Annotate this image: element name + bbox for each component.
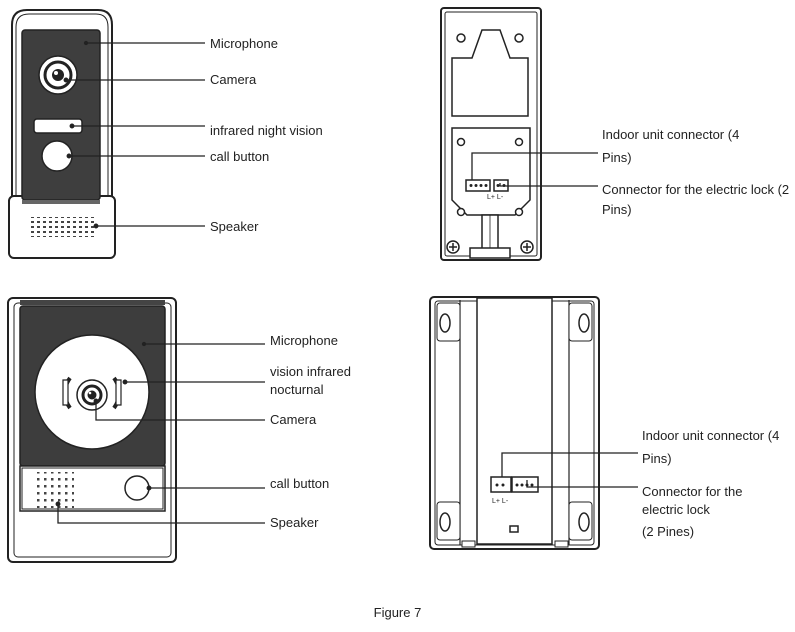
label-electric-lock-pins-2: (2 Pines) <box>642 524 695 539</box>
indoor-connector-4pin-wide <box>511 476 539 493</box>
label-speaker-2: Speaker <box>270 515 319 530</box>
indoor-connector-4pin <box>465 179 491 192</box>
doorbell-back-slim <box>440 7 542 261</box>
label-call-button-2: call button <box>270 476 330 491</box>
label-camera-2: Camera <box>270 412 317 427</box>
label-indoor-unit-connector-1: Indoor unit connector (4 Pins) <box>602 127 740 165</box>
figure-caption: Figure 7 <box>373 605 422 620</box>
label-electric-lock-connector-2: Connector for the electric lock <box>642 484 743 517</box>
speaker-grill-wide <box>34 472 74 508</box>
doorbell-front-slim <box>8 9 116 259</box>
pin-marks-top: L+ L- <box>487 194 504 201</box>
speaker-grill <box>28 217 96 237</box>
label-vision-infrared-nocturnal: vision infrared nocturnal <box>270 364 351 397</box>
label-microphone-2: Microphone <box>270 333 338 348</box>
label-call-button-1: call button <box>210 149 270 164</box>
doorbell-back-wide <box>429 296 600 550</box>
leader-lines-top-right <box>471 152 598 187</box>
label-camera-1: Camera <box>210 72 257 87</box>
label-speaker-1: Speaker <box>210 219 259 234</box>
pin-marks-bottom: L+ L- <box>492 498 509 505</box>
label-microphone-1: Microphone <box>210 36 278 51</box>
leader-lines-bottom-left <box>55 341 265 524</box>
label-indoor-unit-connector-2: Indoor unit connector (4 Pins) <box>642 428 780 466</box>
leader-lines-top-left <box>63 40 205 229</box>
label-electric-lock-connector-1: Connector for the electric lock (2 Pins) <box>602 182 790 217</box>
label-infrared-night-vision: infrared night vision <box>210 123 323 138</box>
call-button-wide <box>124 475 150 501</box>
lock-connector-2pin-wide <box>490 476 512 493</box>
leader-lines-bottom-right <box>501 452 638 488</box>
